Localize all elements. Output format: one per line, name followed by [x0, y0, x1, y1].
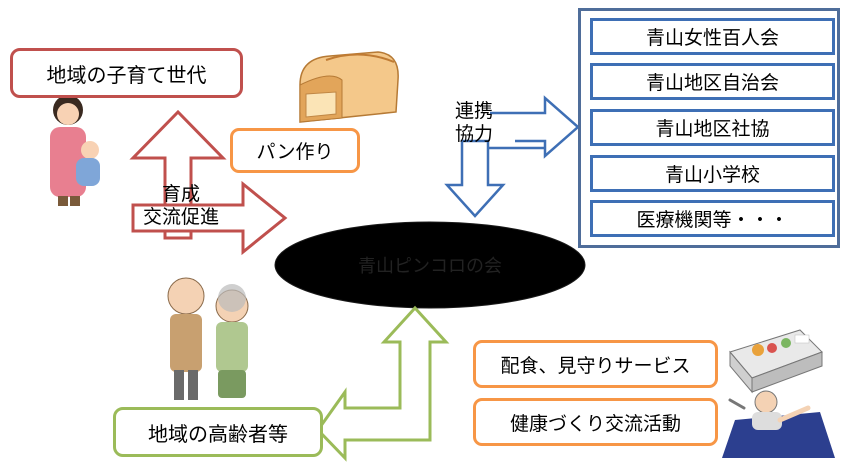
partner-item: 医療機関等・・・ [590, 200, 835, 237]
partner-label: 青山地区自治会 [645, 72, 779, 94]
partner-label: 青山女性百人会 [645, 27, 779, 49]
red-right-arrow [131, 180, 288, 256]
nurture-line1: 育成 [161, 183, 200, 205]
child-generation-box: 地域の子育て世代 [10, 48, 243, 98]
partner-label: 医療機関等・・・ [636, 209, 789, 231]
partner-label: 青山地区社協 [655, 118, 770, 140]
health-activity-box: 健康づくり交流活動 [473, 398, 718, 446]
exercise-person-icon [722, 390, 835, 458]
meal-delivery-label: 配食、見守りサービス [500, 354, 691, 377]
nurture-label: 育成 交流促進 [126, 183, 236, 229]
elderly-label: 地域の高齢者等 [148, 421, 288, 446]
bread-making-label: パン作り [256, 141, 334, 163]
partner-item: 青山地区社協 [590, 109, 835, 146]
bento-box-icon [729, 329, 823, 394]
partner-item: 青山地区自治会 [590, 63, 835, 100]
center-ellipse [274, 221, 586, 309]
nurture-line2: 交流促進 [142, 206, 219, 228]
partner-label: 青山小学校 [664, 164, 760, 186]
mother-child-icon [50, 95, 100, 206]
bread-making-box: パン作り [230, 128, 360, 173]
bread-icon [299, 51, 399, 123]
blue-down-arrow [444, 139, 506, 218]
elderly-couple-icon [167, 277, 249, 400]
elderly-box: 地域の高齢者等 [113, 407, 323, 457]
partner-item: 青山小学校 [590, 155, 835, 192]
cooperate-line2: 協力 [454, 123, 493, 145]
health-activity-label: 健康づくり交流活動 [509, 412, 681, 435]
child-generation-label: 地域の子育て世代 [46, 62, 207, 87]
center-group-label: 青山ピンコロの会 [358, 256, 502, 277]
green-arrow [316, 305, 450, 462]
partner-item: 青山女性百人会 [590, 18, 835, 55]
cooperate-line1: 連携 [454, 100, 493, 122]
meal-delivery-box: 配食、見守りサービス [473, 340, 718, 388]
cooperate-label: 連携 協力 [444, 100, 504, 146]
